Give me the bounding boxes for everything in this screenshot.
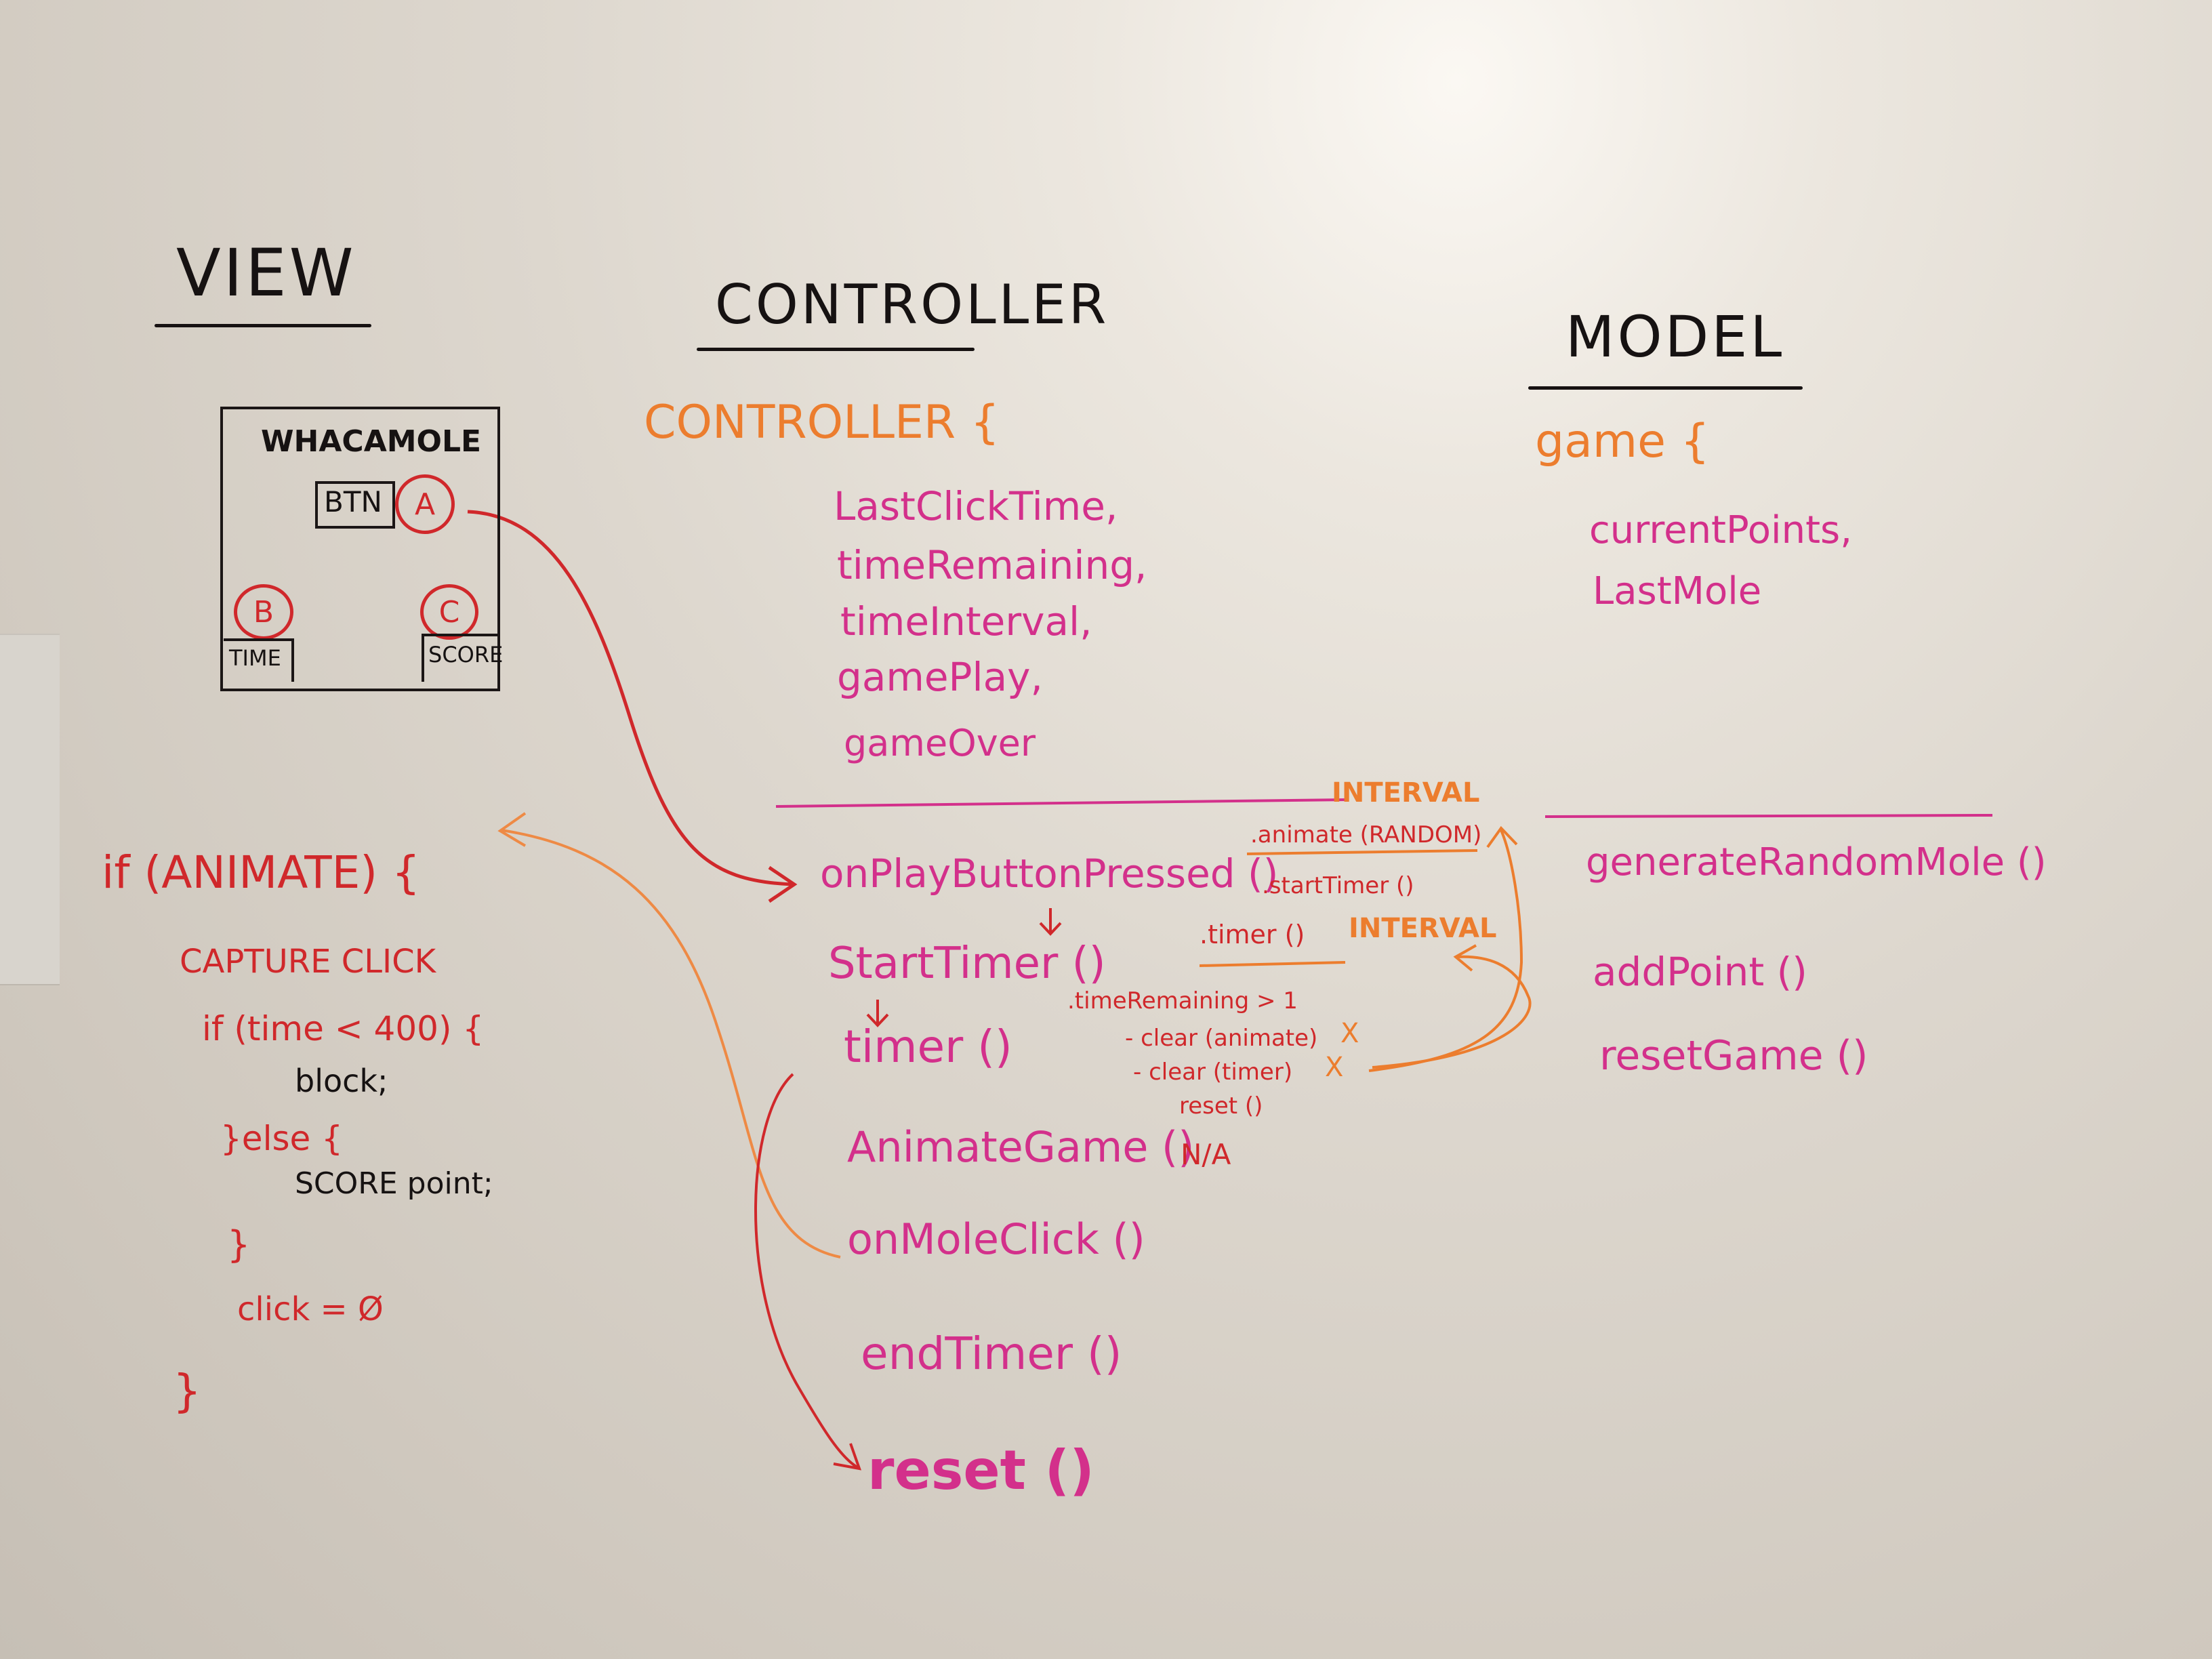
controller-heading: CONTROLLER: [715, 273, 1109, 336]
arrow-play-to-starttimer: [1039, 908, 1062, 936]
model-prop-2: LastMole: [1593, 569, 1762, 613]
arrow-timer-to-reset-head: [833, 1443, 862, 1471]
code-line-3: if (time < 400) {: [202, 1009, 485, 1048]
code-line-6: SCORE point;: [295, 1166, 493, 1201]
controller-method-3: timer (): [844, 1021, 1012, 1073]
note-time-remaining: .timeRemaining > 1: [1067, 987, 1298, 1015]
marker-c: C: [420, 584, 478, 640]
controller-method-5: onMoleClick (): [847, 1214, 1145, 1264]
view-heading-underline: [155, 324, 371, 327]
code-line-1: if (ANIMATE) {: [102, 846, 420, 899]
note-interval-mid: INTERVAL: [1349, 913, 1497, 944]
interval-underline: [1246, 849, 1478, 855]
arrow-timer-to-reset: [754, 1073, 859, 1469]
code-line-9: }: [173, 1365, 201, 1417]
note-timer-call: .timer (): [1200, 920, 1305, 949]
controller-prop-2: timeRemaining,: [837, 542, 1147, 588]
model-method-2: addPoint (): [1593, 949, 1807, 995]
arrow-moleclick-to-view: [501, 829, 841, 1258]
loop-to-interval-mid-head: [1453, 944, 1477, 972]
view-heading: VIEW: [176, 235, 356, 311]
marker-a: A: [395, 474, 455, 534]
code-line-8: click = Ø: [237, 1290, 384, 1328]
arrow-a-to-play-head: [768, 865, 798, 903]
wireframe-title: WHACAMOLE: [261, 424, 482, 459]
controller-prop-5: gameOver: [844, 722, 1036, 764]
controller-prop-4: gamePlay,: [837, 654, 1043, 700]
note-x-mark-1: X: [1340, 1018, 1359, 1049]
note-start-timer: .startTimer (): [1262, 872, 1414, 899]
model-object-open: game {: [1535, 415, 1710, 468]
wireframe-score-box: [422, 634, 497, 682]
controller-prop-1: LastClickTime,: [834, 483, 1118, 529]
code-line-4: block;: [295, 1063, 388, 1099]
wireframe-time-label: TIME: [229, 645, 281, 671]
note-clear-animate: - clear (animate): [1125, 1025, 1318, 1052]
loop-to-interval-top-head: [1486, 825, 1518, 848]
note-reset-call: reset (): [1179, 1092, 1263, 1120]
timer-underline: [1199, 961, 1346, 967]
wireframe-time-box: [224, 638, 294, 682]
controller-prop-3: timeInterval,: [840, 598, 1092, 644]
controller-method-2: StartTimer (): [828, 939, 1106, 989]
controller-heading-underline: [697, 348, 975, 351]
code-line-7: }: [227, 1223, 251, 1266]
controller-method-6: endTimer (): [861, 1328, 1122, 1380]
arrow-moleclick-to-view-head: [497, 812, 527, 847]
controller-separator: [775, 798, 1349, 808]
model-prop-1: currentPoints,: [1589, 508, 1853, 552]
wireframe-button-label: BTN: [324, 485, 382, 518]
controller-method-7: reset (): [867, 1439, 1094, 1502]
loop-to-interval-mid: [1372, 955, 1532, 1069]
note-na: N/A: [1181, 1138, 1231, 1171]
model-separator: [1544, 814, 1993, 818]
wireframe-button-box: [315, 481, 395, 529]
controller-method-1: onPlayButtonPressed (): [820, 851, 1279, 897]
note-x-mark-2: X: [1325, 1052, 1344, 1083]
wall-panel: [0, 634, 60, 985]
model-method-3: resetGame (): [1599, 1032, 1868, 1080]
whacamole-wireframe: [220, 407, 500, 691]
code-line-2: CAPTURE CLICK: [180, 943, 436, 981]
arrow-starttimer-to-timer: [866, 1000, 889, 1027]
model-method-1: generateRandomMole (): [1586, 840, 2047, 884]
loop-to-interval-top: [1368, 830, 1523, 1072]
note-interval-top: INTERVAL: [1332, 777, 1480, 808]
controller-method-4: AnimateGame (): [847, 1122, 1195, 1172]
marker-b: B: [234, 584, 293, 640]
controller-object-open: CONTROLLER {: [644, 396, 1000, 449]
code-line-5: }else {: [220, 1119, 343, 1158]
wireframe-score-label: SCORE: [428, 642, 504, 668]
note-animate-random: .animate (RANDOM): [1250, 821, 1482, 848]
note-clear-timer: - clear (timer): [1133, 1059, 1293, 1086]
model-heading-underline: [1528, 386, 1803, 390]
arrow-a-to-play: [467, 510, 794, 886]
model-heading: MODEL: [1565, 304, 1785, 370]
